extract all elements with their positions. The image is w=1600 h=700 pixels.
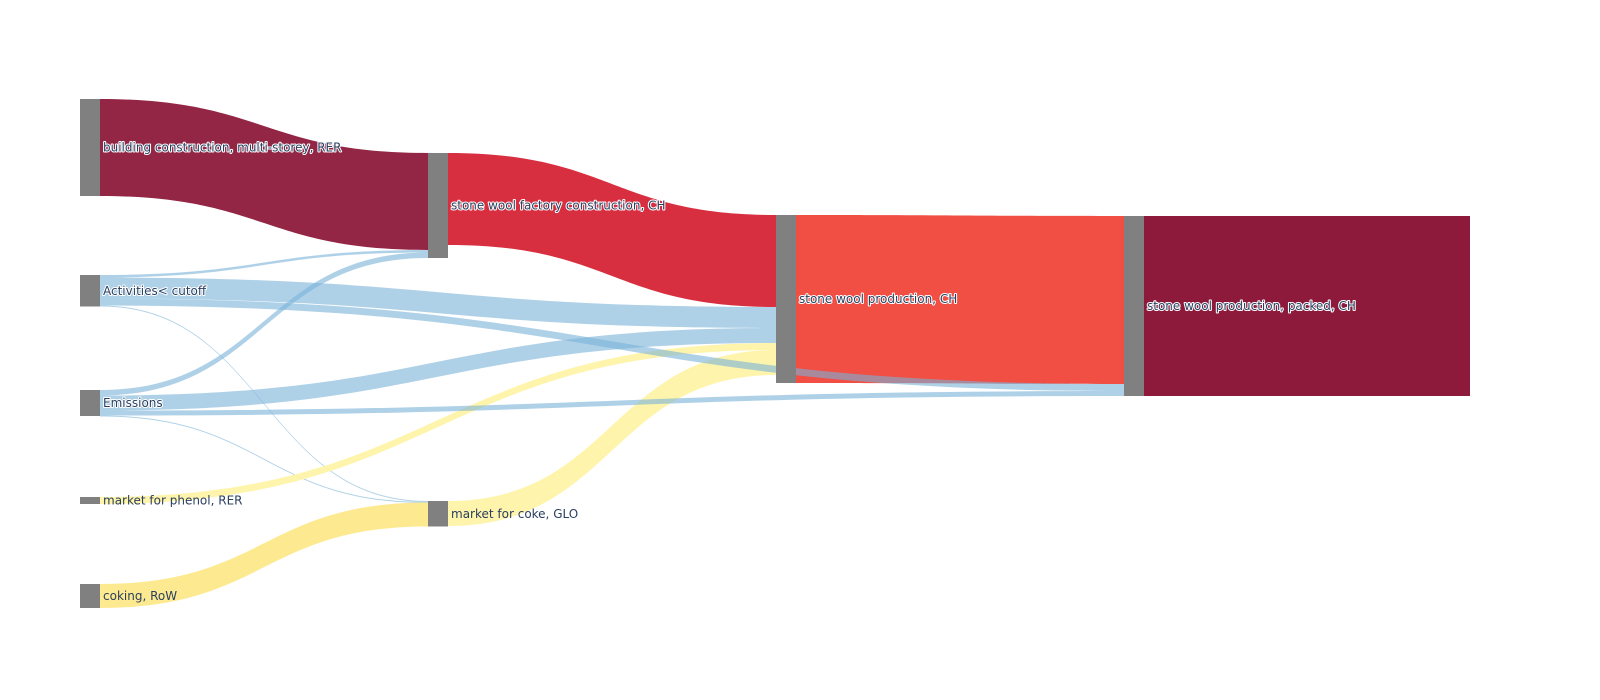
node-cutoff[interactable]: [80, 275, 100, 307]
node-coke[interactable]: [428, 501, 448, 527]
link-coke-to-production: [448, 350, 776, 526]
node-label-building: building construction, multi-storey, RER: [103, 141, 341, 155]
sankey-links: [100, 99, 1470, 608]
node-label-cutoff: Activities< cutoff: [103, 284, 207, 298]
node-phenol[interactable]: [80, 497, 100, 504]
node-label-production: stone wool production, CH: [799, 292, 957, 306]
link-emissions-to-packed: [100, 391, 1124, 416]
link-emissions-to-coke: [100, 415, 428, 503]
link-phenol-to-production: [100, 343, 776, 504]
sankey-labels: building construction, multi-storey, RER…: [102, 140, 1357, 604]
node-packed[interactable]: [1124, 216, 1144, 396]
link-production-to-packed: [796, 215, 1124, 384]
link-cutoff-to-production: [100, 277, 776, 328]
link-cutoff-to-factory: [100, 250, 428, 278]
link-emissions-to-factory: [100, 252, 428, 396]
packed-output-block: [1144, 216, 1470, 396]
link-building-to-factory: [100, 99, 428, 250]
node-coking[interactable]: [80, 584, 100, 608]
node-label-packed: stone wool production, packed, CH: [1147, 299, 1356, 313]
link-cutoff-to-packed: [100, 298, 1124, 391]
link-coking-to-coke: [100, 502, 428, 608]
link-factory-to-production: [448, 153, 776, 307]
node-factory[interactable]: [428, 153, 448, 258]
node-label-coking: coking, RoW: [103, 589, 177, 603]
node-label-emissions: Emissions: [103, 396, 163, 410]
sankey-nodes: [80, 99, 1144, 608]
node-emissions[interactable]: [80, 390, 100, 416]
node-label-factory: stone wool factory construction, CH: [451, 199, 665, 213]
node-label-phenol: market for phenol, RER: [103, 494, 243, 508]
node-label-coke: market for coke, GLO: [451, 507, 578, 521]
node-production[interactable]: [776, 215, 796, 383]
node-building[interactable]: [80, 99, 100, 196]
link-emissions-to-production: [100, 328, 776, 411]
